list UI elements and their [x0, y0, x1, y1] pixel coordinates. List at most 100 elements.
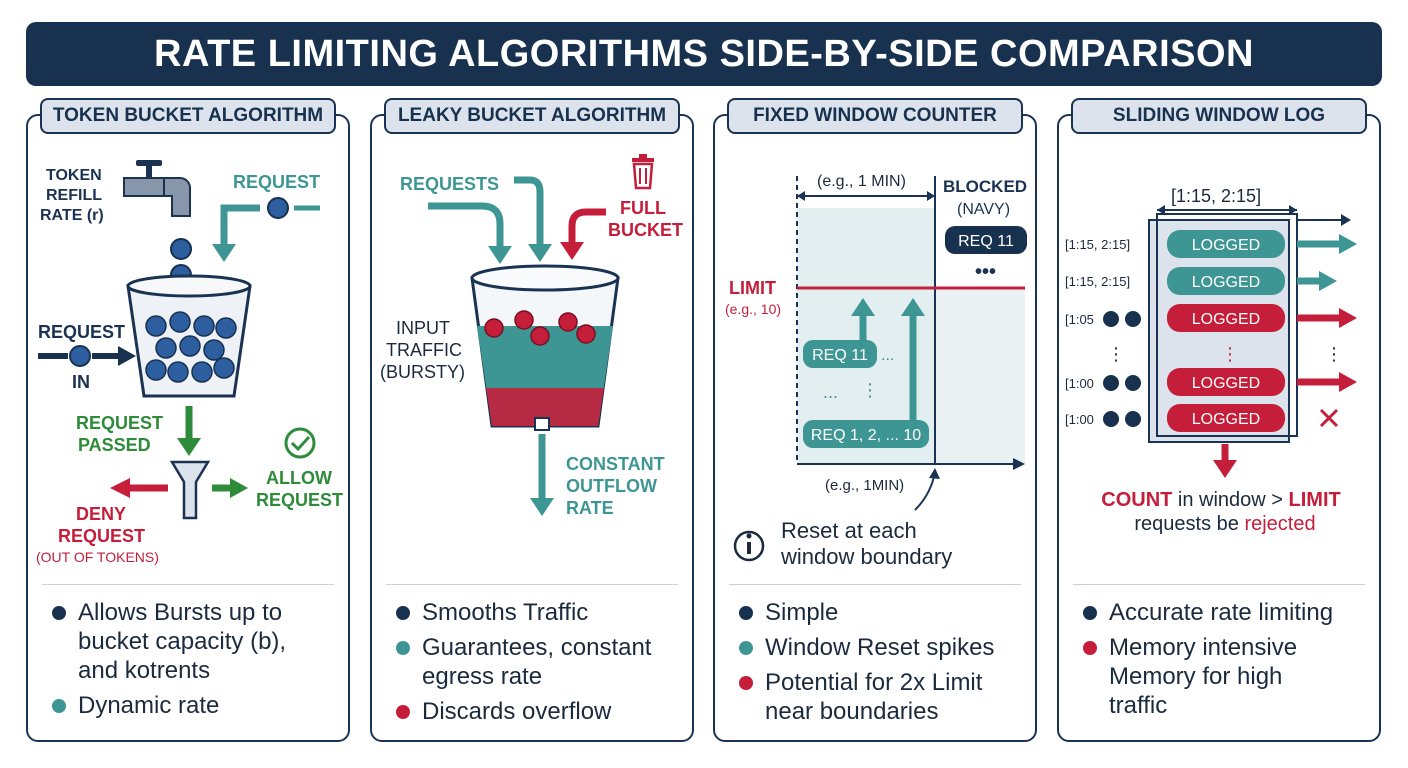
feature-line: Smooths Traffic: [422, 599, 589, 626]
logged-label: LOGGED: [1192, 311, 1260, 328]
feature-line: and kotrents: [78, 657, 211, 684]
allow-arrowhead: [230, 478, 248, 498]
logged-pill: [1167, 368, 1285, 396]
allow-request-label: ALLOW: [266, 468, 332, 488]
count-rule: COUNT in window > LIMIT: [1101, 489, 1341, 511]
request-arrowhead: [901, 298, 925, 316]
reject-x-icon: [1319, 408, 1339, 428]
request-pill: [803, 420, 929, 448]
logged-pill: [1167, 404, 1285, 432]
divider: [386, 584, 678, 585]
limit-word: LIMIT: [1289, 489, 1341, 511]
request-arrowhead: [851, 298, 875, 316]
panel-sliding-window: SLIDING WINDOW LOG [1:15, 2:15] [1:15, 2…: [1057, 98, 1381, 742]
log-time-label: [1:00: [1065, 376, 1094, 391]
window-label: (e.g., 1 MIN): [817, 173, 906, 190]
bullet-dot: [52, 699, 66, 713]
bullet-dot: [396, 705, 410, 719]
requests-label: REQUESTS: [400, 174, 499, 194]
span-arrowhead: [1289, 205, 1297, 215]
faucet-icon: [123, 160, 191, 217]
blocked-label: (NAVY): [957, 201, 1010, 218]
window-label: [1:15, 2:15]: [1171, 186, 1261, 206]
requests-arrowhead: [488, 246, 512, 264]
log-time-label: [1:15, 2:15]: [1065, 274, 1130, 289]
requests-arrow: [428, 202, 504, 250]
axis-arrowhead: [1013, 458, 1025, 470]
request-arrowhead: [212, 244, 236, 262]
reset-note: Reset at each: [781, 518, 917, 543]
reject-arrowhead: [1339, 372, 1357, 392]
panel-fixed-window: FIXED WINDOW COUNTER (e.g., 1 MIN) BLOCK…: [713, 98, 1037, 742]
panel-token-bucket: TOKEN BUCKET ALGORITHM TOKEN REFILL RATE…: [26, 98, 350, 742]
token-refill-label: TOKEN: [46, 167, 102, 184]
feature-line: Window Reset spikes: [765, 634, 995, 661]
feature-item: Simple: [735, 598, 1025, 627]
bullet-dot: [739, 676, 753, 690]
info-icon: [733, 530, 765, 562]
token: [170, 238, 192, 260]
request-arrow: [220, 204, 260, 248]
logged-label: LOGGED: [1192, 274, 1260, 291]
feature-line: Allows Bursts up to: [78, 599, 283, 626]
logged-pill: [1167, 267, 1285, 295]
divider: [1073, 584, 1365, 585]
ellipsis: ⋮: [1221, 344, 1239, 364]
request-pill-label: REQ 11: [812, 347, 868, 364]
feature-line: Accurate rate limiting: [1109, 599, 1334, 626]
title-bar: RATE LIMITING ALGORITHMS SIDE-BY-SIDE CO…: [26, 22, 1382, 86]
ellipsis: ...: [823, 382, 838, 402]
full-bucket-label: FULL: [620, 198, 666, 218]
input-traffic-label: TRAFFIC: [386, 340, 462, 360]
feature-line: near boundaries: [765, 698, 939, 725]
full-bucket-label: BUCKET: [608, 220, 683, 240]
outflow-label: CONSTANT: [566, 454, 665, 474]
feature-line: Guarantees, constant: [422, 634, 652, 661]
bullet-dot: [52, 606, 66, 620]
feature-item: Window Reset spikes: [735, 633, 1025, 662]
checkmark-icon: [284, 427, 316, 459]
limit-label: (e.g., 10): [725, 301, 781, 317]
feature-line: Simple: [765, 599, 839, 626]
sliding-window-diagram: [1:15, 2:15] [1:15, 2:15] LOGGED [1:15, …: [1065, 186, 1357, 535]
bullet-dot: [396, 606, 410, 620]
reset-note: window boundary: [780, 544, 952, 569]
rejected-word: rejected: [1244, 513, 1315, 535]
blocked-label: BLOCKED: [943, 177, 1027, 196]
request-passed-label: PASSED: [78, 435, 151, 455]
request-pill: [803, 340, 877, 368]
feature-line: Potential for 2x Limit: [765, 669, 983, 696]
span-arrowhead: [797, 191, 805, 201]
feature-line: Memory intensive: [1109, 634, 1298, 661]
trash-icon: [632, 154, 654, 190]
panel-leaky-bucket: LEAKY BUCKET ALGORITHM REQUESTS FULL BUC…: [370, 98, 694, 742]
feature-line: Dynamic rate: [78, 692, 220, 719]
panel-header: TOKEN BUCKET ALGORITHM: [40, 98, 336, 134]
logged-label: LOGGED: [1192, 411, 1260, 428]
funnel-icon: [169, 460, 211, 520]
log-dot: [1103, 375, 1119, 391]
input-traffic-label: INPUT: [396, 318, 450, 338]
limit-label: LIMIT: [729, 278, 776, 298]
blocked-request-label: REQ 11: [958, 233, 1014, 250]
panel-header: LEAKY BUCKET ALGORITHM: [384, 98, 680, 134]
request-token: [69, 345, 91, 367]
bullet-dot: [396, 641, 410, 655]
outflow-label: OUTFLOW: [566, 476, 657, 496]
count-word: COUNT: [1101, 489, 1172, 511]
span-arrowhead: [927, 191, 935, 201]
logged-pill: [1167, 230, 1285, 258]
bucket-icon: [126, 274, 252, 398]
request-in-arrowhead: [118, 346, 136, 366]
divider: [42, 584, 334, 585]
bullet-dot: [739, 641, 753, 655]
feature-line: traffic: [1109, 692, 1168, 719]
feature-line: Memory for high: [1109, 663, 1283, 690]
request-in-label: IN: [72, 372, 90, 392]
rejected-rule: requests be rejected: [1134, 513, 1315, 535]
